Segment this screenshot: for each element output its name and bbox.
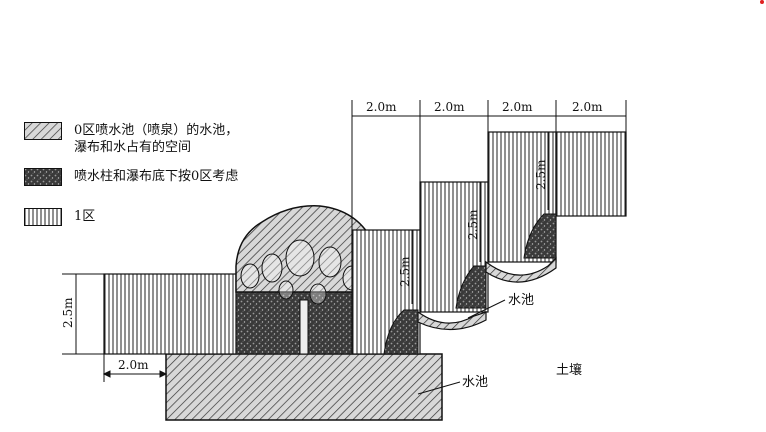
- fountain-canopy: [235, 205, 377, 293]
- step-height-dims: [411, 132, 549, 304]
- legend-speckle-swatch: [24, 168, 62, 186]
- legend-zone0: 0区喷水池（喷泉）的水池， 瀑布和水占有的空间: [24, 122, 238, 156]
- dim-step-3: 2.5m: [534, 159, 548, 190]
- legend-zone0-line1: 0区喷水池（喷泉）的水池，: [74, 123, 239, 138]
- step4-zone1-block: [555, 131, 627, 217]
- corner-dot: [760, 0, 764, 4]
- left-height-dim: [62, 273, 166, 355]
- leader-lower-pool: [417, 381, 461, 395]
- left-zone1-block: [103, 273, 237, 355]
- dim-top-2: 2.0m: [434, 100, 465, 114]
- label-lower-pool: 水池: [462, 375, 488, 390]
- upper-basin-2: [485, 256, 557, 283]
- legend-zone0-spray: 喷水柱和瀑布底下按0区考虑: [24, 168, 238, 186]
- dim-top-1: 2.0m: [366, 100, 397, 114]
- label-soil: 土壤: [556, 362, 582, 378]
- fountain-column: [299, 299, 309, 355]
- legend-zone0-spray-text: 喷水柱和瀑布底下按0区考虑: [74, 169, 239, 184]
- dim-step-1: 2.5m: [398, 256, 412, 287]
- legend-hatch-swatch: [24, 122, 62, 140]
- lower-pool-base: [165, 353, 443, 421]
- leader-upper-pool: [467, 299, 506, 319]
- label-upper-pool: 水池: [508, 293, 534, 308]
- legend-zone0-text: 0区喷水池（喷泉）的水池， 瀑布和水占有的空间: [74, 122, 238, 156]
- fountain-droplets: [240, 239, 362, 305]
- dim-left-height: 2.5m: [61, 297, 75, 328]
- legend-vlines-swatch: [24, 208, 62, 226]
- waterfall-spray-3: [523, 213, 557, 259]
- legend-zone0-line2: 瀑布和水占有的空间: [74, 140, 192, 155]
- dim-top-4: 2.0m: [572, 100, 603, 114]
- waterfall-spray-1: [383, 309, 419, 355]
- dim-bottom-width: 2.0m: [118, 358, 149, 372]
- legend-zone1-text: 1区: [74, 209, 96, 224]
- bottom-width-dim: [102, 354, 168, 382]
- waterfall-spray-2: [455, 265, 487, 309]
- dim-step-2: 2.5m: [466, 209, 480, 240]
- dim-top-3: 2.0m: [502, 100, 533, 114]
- legend-zone1: 1区: [24, 208, 95, 226]
- upper-basin-1: [417, 310, 487, 331]
- top-dimension-lines: [351, 100, 627, 230]
